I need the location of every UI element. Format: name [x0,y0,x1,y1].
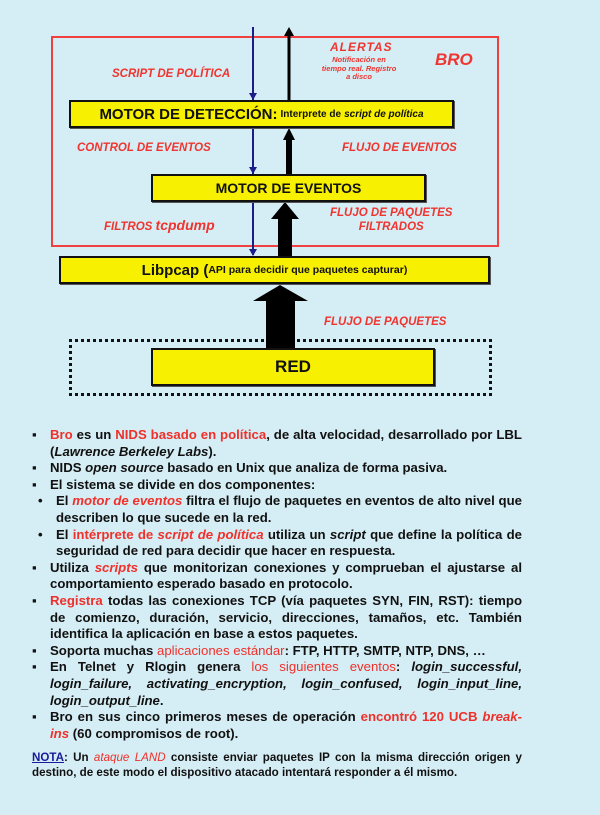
event-flow-arrow [283,27,295,174]
filters-label: FILTROS tcpdump [104,217,215,233]
bro-frame [51,36,499,247]
text-segment: que define la política de seguridad de r… [56,526,523,559]
event-flow-label: FLUJO DE EVENTOS [342,142,457,154]
text-segment: , de alta velocidad, desarrollado por LB… [50,427,522,459]
detection-engine-sub-italic: script de política [344,108,424,120]
event-control-label: CONTROL DE EVENTOS [77,142,211,154]
network-box: RED [151,348,435,386]
text-segment: es un [72,427,116,442]
bullet-icon: • [38,493,43,509]
bullet-icon: ▪ [32,427,37,442]
text-segment: basado en Unix que analiza de forma pasi… [163,460,448,476]
bullet-icon: ▪ [32,592,37,608]
bullet-icon: ▪ [32,559,37,575]
filters-text: FILTROS [104,221,153,233]
text-segment: login_successful, login_failure, activat… [50,659,522,708]
bullet-icon: ▪ [32,659,37,675]
text-segment: script de política [157,526,264,542]
bullet-icon: ▪ [32,709,37,725]
text-segment: Bro en sus cinco primeros meses de opera… [50,709,361,725]
packet-flow-label: FLUJO DE PAQUETES [324,316,447,328]
bullet-item: ▪ En Telnet y Rlogin genera los siguiente… [32,659,522,709]
bullet-icon: ▪ [32,642,37,658]
text-segment: break-ins [50,709,522,741]
text-segment: NOTA [32,751,64,765]
filtered-packets-line: FILTRADOS [358,221,424,233]
filtered-packets-arrow [271,202,299,256]
text-segment: Lawrence Berkeley Labs [54,443,209,459]
text-segment: Bro [50,427,73,442]
network-title: RED [275,357,311,376]
description-text: ▪ Bro es un NIDS basado en política, de a… [32,427,522,780]
text-segment: Soporta muchas [50,642,157,658]
text-segment: filtra el flujo de paquetes en eventos d… [56,493,523,525]
event-engine-box: MOTOR DE EVENTOS [151,174,426,202]
text-segment: aplicaciones estándar [157,642,285,658]
detection-engine-box: MOTOR DE DETECCIÓN: Interprete de script… [69,100,454,128]
filtered-packets-label: FLUJO DE PAQUETES FILTRADOS [330,206,452,234]
text-segment: NIDS basado en política [115,427,267,442]
libpcap-box: Libpcap ( API para decidir que paquetes … [59,256,490,284]
text-segment: los siguientes eventos [251,659,396,675]
detection-engine-title: MOTOR DE DETECCIÓN: [99,105,278,123]
text-segment: ataque LAND [93,751,166,765]
bullet-item: ▪ NIDS open source basado en Unix que ana… [32,460,522,477]
text-segment: script [329,526,366,542]
text-segment: utiliza un [263,526,330,542]
text-segment: scripts [94,559,138,575]
note-paragraph: NOTA: Un ataque LAND consiste enviar paq… [32,750,522,780]
bullet-icon: ▪ [32,460,37,476]
text-segment: En Telnet y Rlogin genera [50,659,252,675]
event-engine-title: MOTOR DE EVENTOS [215,180,362,196]
bullet-icon: • [38,526,43,542]
text-segment: motor de eventos [72,493,183,509]
text-segment: NIDS [50,460,86,476]
detection-engine-sub: Interprete de [280,108,342,120]
policy-script-label: SCRIPT DE POLÍTICA [112,68,231,80]
bullet-item: ▪ Bro es un NIDS basado en política, de a… [32,427,522,460]
alerts-line: a disco [346,72,372,81]
text-segment: open source [85,460,164,476]
libpcap-sub: API para decidir que paquetes capturar) [208,264,408,276]
alerts-title: ALERTAS [330,40,393,54]
text-segment: : [395,659,412,675]
flow-arrows [249,27,308,348]
text-segment: (60 compromisos de root). [69,725,239,741]
text-segment: todas las conexiones TCP (vía paquetes S… [50,592,522,642]
alerts-line: Notificación en [332,55,386,64]
text-segment: El [56,493,73,509]
text-segment: El [56,526,73,542]
text-segment: que monitorizan conexiones y comprueban … [50,559,522,592]
text-segment: : Un [63,751,94,765]
text-segment: El sistema se divide en dos componentes: [50,476,316,492]
bullet-item: • El intérprete de script de política uti… [38,527,522,560]
text-segment: : FTP, HTTP, SMTP, NTP, DNS, … [284,642,486,658]
filtered-packets-line: FLUJO DE PAQUETES [330,207,453,219]
bullet-item: ▪ Utiliza scripts que monitorizan conexio… [32,560,522,593]
bullet-item: ▪ El sistema se divide en dos componentes… [32,477,522,494]
bullet-item: ▪ Registra todas las conexiones TCP (vía … [32,593,522,643]
bullet-list: ▪ Bro es un NIDS basado en política, de a… [32,427,522,742]
libpcap-title: Libpcap ( [141,261,209,279]
text-segment: . [159,692,164,708]
text-segment: consiste enviar paquetes IP con la misma… [32,751,522,780]
text-segment: intérprete de [72,526,158,542]
bullet-item: ▪ Bro en sus cinco primeros meses de oper… [32,709,522,742]
bro-label: BRO [435,50,473,69]
packets-arrow [253,285,308,348]
bullet-item: ▪ Soporta muchas aplicaciones estándar: F… [32,643,522,660]
alerts-description: Notificación en tiempo real. Registro a … [316,55,402,82]
bullet-icon: ▪ [32,476,37,492]
bullet-item: • El motor de eventos filtra el flujo de … [38,493,522,526]
text-segment: Utiliza [50,559,95,575]
alerts-line: tiempo real. Registro [321,63,397,73]
control-arrow [249,27,257,256]
text-segment: encontró 120 UCB [360,709,483,725]
tcpdump-text: tcpdump [155,217,215,233]
text-segment: ). [208,443,217,459]
text-segment: Registra [50,592,103,608]
